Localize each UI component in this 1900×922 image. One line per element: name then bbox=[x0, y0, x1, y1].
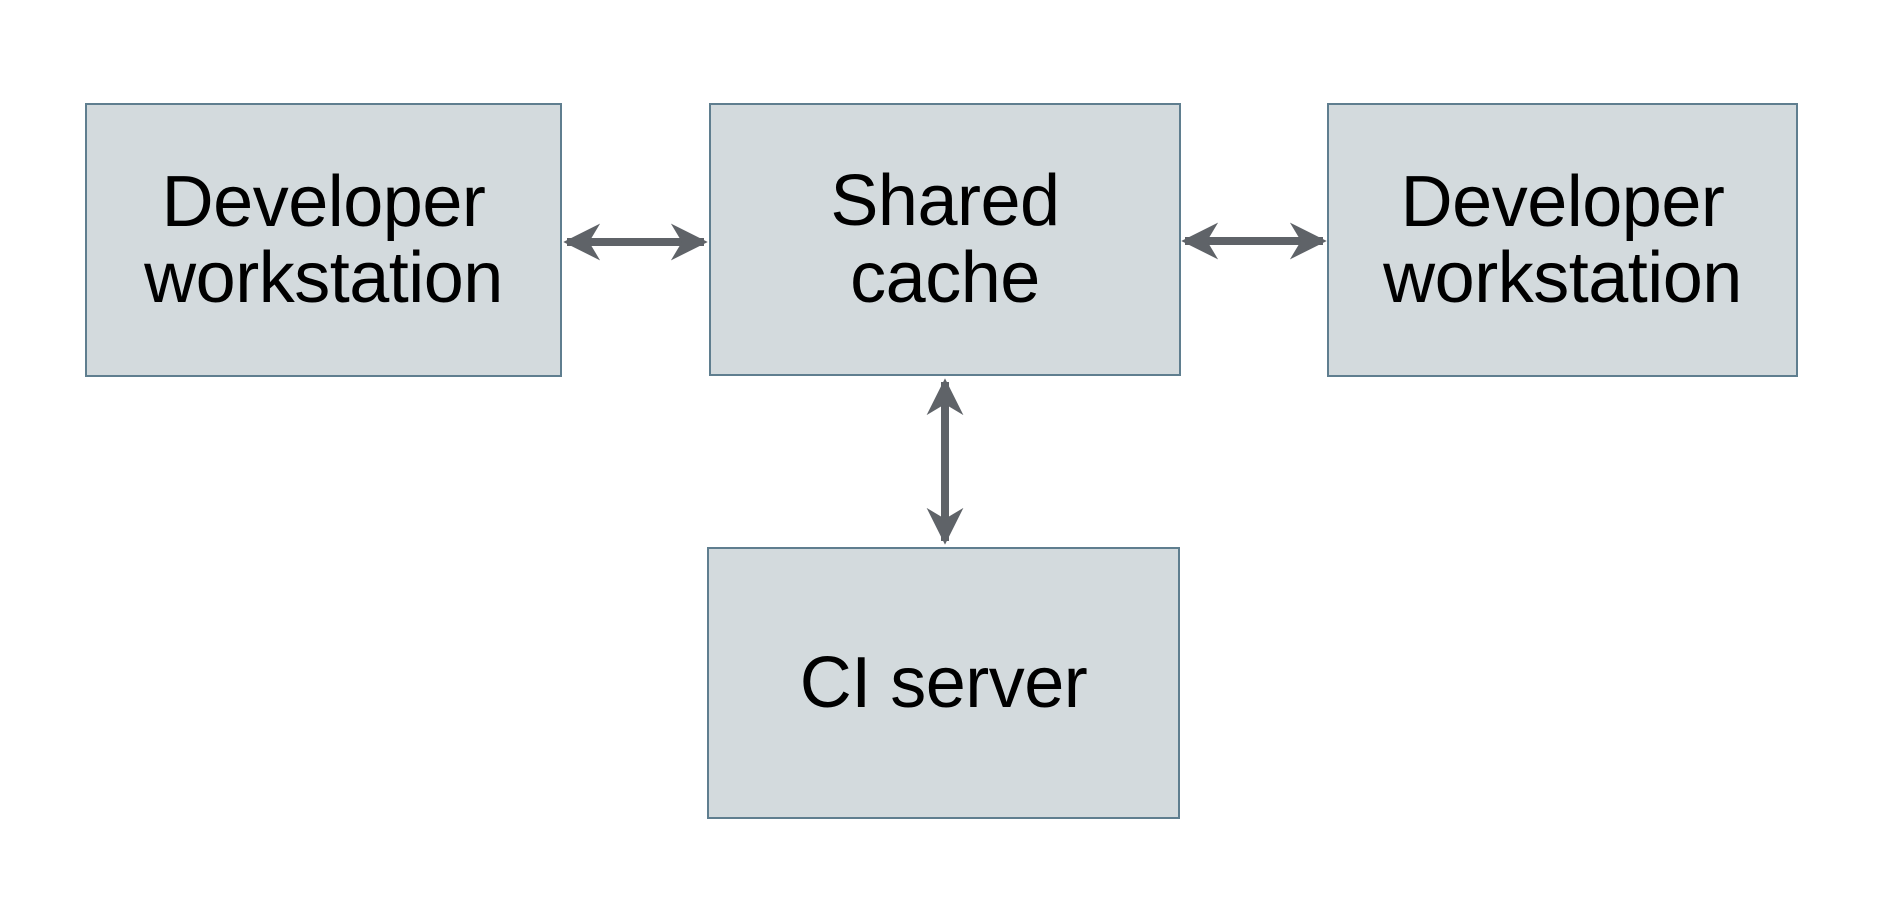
node-label-line: CI server bbox=[799, 642, 1088, 723]
node-label-line: cache bbox=[850, 237, 1040, 318]
node-shared-cache: Shared cache bbox=[709, 103, 1181, 376]
node-label-line: Developer bbox=[161, 161, 486, 242]
node-label-line: workstation bbox=[1383, 238, 1742, 318]
node-label-line: workstation bbox=[144, 238, 503, 318]
node-developer-workstation-left: Developer workstation bbox=[85, 103, 562, 377]
node-label-line: Developer bbox=[1400, 161, 1725, 242]
node-developer-workstation-right: Developer workstation bbox=[1327, 103, 1798, 377]
node-ci-server: CI server bbox=[707, 547, 1180, 819]
node-label-line: Shared bbox=[830, 161, 1060, 242]
